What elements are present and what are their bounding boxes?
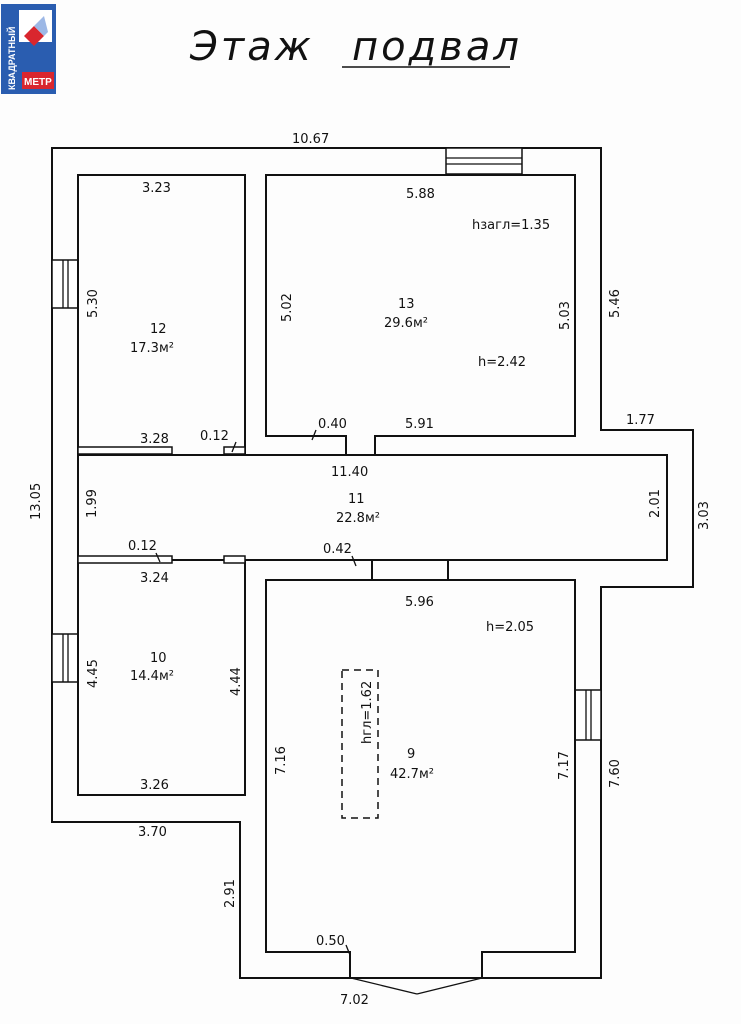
- room-10-area: 14.4м²: [130, 669, 174, 684]
- room-12-walls: [77, 174, 246, 456]
- dim-outer-left: 13.05: [29, 483, 44, 520]
- outer-wall-outline: [51, 147, 694, 979]
- room-13-walls: [265, 174, 576, 456]
- dim-bottom: 7.02: [340, 993, 369, 1008]
- room-9-number: 9: [407, 747, 415, 762]
- partition-10-11: [77, 555, 173, 564]
- floor-title-prefix: Этаж: [189, 24, 314, 70]
- window-right-lower: [574, 689, 602, 741]
- dim-r9-bottom-left: 0.50: [316, 934, 345, 949]
- room-12-area: 17.3м²: [130, 341, 174, 356]
- dim-r9-top-left: 0.42: [323, 542, 352, 557]
- logo-text-line2: МЕТР: [24, 77, 52, 88]
- dim-r10-top: 3.24: [140, 571, 169, 586]
- dim-partition-upper: 0.12: [200, 429, 229, 444]
- company-logo: КВАДРАТНЫЙ МЕТР: [1, 4, 56, 94]
- dim-outer-right-lower: 7.60: [608, 759, 623, 788]
- room-13-ceiling-height: h=2.42: [478, 355, 526, 370]
- dim-top: 10.67: [292, 132, 329, 147]
- dim-r10-bottom: 3.26: [140, 778, 169, 793]
- partition-stub-lower: [223, 555, 246, 564]
- window-top: [445, 147, 523, 175]
- room-11-area: 22.8м²: [336, 511, 380, 526]
- window-left-upper: [51, 259, 79, 309]
- dim-outer-right-upper: 5.46: [608, 289, 623, 318]
- logo-text-line1: КВАДРАТНЫЙ: [6, 27, 17, 90]
- dim-r9-right: 7.17: [557, 751, 572, 780]
- dim-r13-bottom-left: 0.40: [318, 417, 347, 432]
- partition-stub-upper: [223, 446, 246, 455]
- floor-title-value: подвал: [352, 24, 522, 70]
- dim-r13-left: 5.02: [280, 293, 295, 322]
- room-13-number: 13: [398, 297, 415, 312]
- dim-r13-bottom-right: 5.91: [405, 417, 434, 432]
- dim-corridor-left: 1.99: [85, 489, 100, 518]
- dim-r12-top: 3.23: [142, 181, 171, 196]
- room-9-ceiling-height: h=2.05: [486, 620, 534, 635]
- dim-r9-left: 7.16: [274, 746, 289, 775]
- dim-r13-top: 5.88: [406, 187, 435, 202]
- partition-12-11: [77, 446, 173, 455]
- pit-depth: hгл=1.62: [360, 681, 375, 744]
- room-10-walls: [77, 559, 246, 796]
- dim-r10-side: 4.45: [86, 659, 101, 688]
- dim-corridor-length: 11.40: [331, 465, 368, 480]
- dim-r13-right: 5.03: [558, 301, 573, 330]
- dim-step-right: 1.77: [626, 413, 655, 428]
- room-11-number: 11: [348, 492, 365, 507]
- room-9-area: 42.7м²: [390, 767, 434, 782]
- dim-r9-top-right: 5.96: [405, 595, 434, 610]
- room-13-foundation-height: hзагл=1.35: [472, 218, 550, 233]
- room-10-number: 10: [150, 651, 167, 666]
- room-9-walls: [265, 559, 576, 979]
- pit-outline: [341, 669, 379, 819]
- room-12-number: 12: [150, 322, 167, 337]
- dim-partition-lower: 0.12: [128, 539, 157, 554]
- bay-window-bottom: [350, 952, 483, 995]
- dim-r10-right: 4.44: [229, 667, 244, 696]
- dim-r12-side: 5.30: [86, 289, 101, 318]
- dim-outer-left-lower: 2.91: [223, 879, 238, 908]
- dim-outer-right-mid: 3.03: [697, 501, 712, 530]
- room-13-area: 29.6м²: [384, 316, 428, 331]
- dim-corridor-right: 2.01: [648, 489, 663, 518]
- dim-r12-bottom: 3.28: [140, 432, 169, 447]
- dim-step-left: 3.70: [138, 825, 167, 840]
- window-left-lower: [51, 633, 79, 683]
